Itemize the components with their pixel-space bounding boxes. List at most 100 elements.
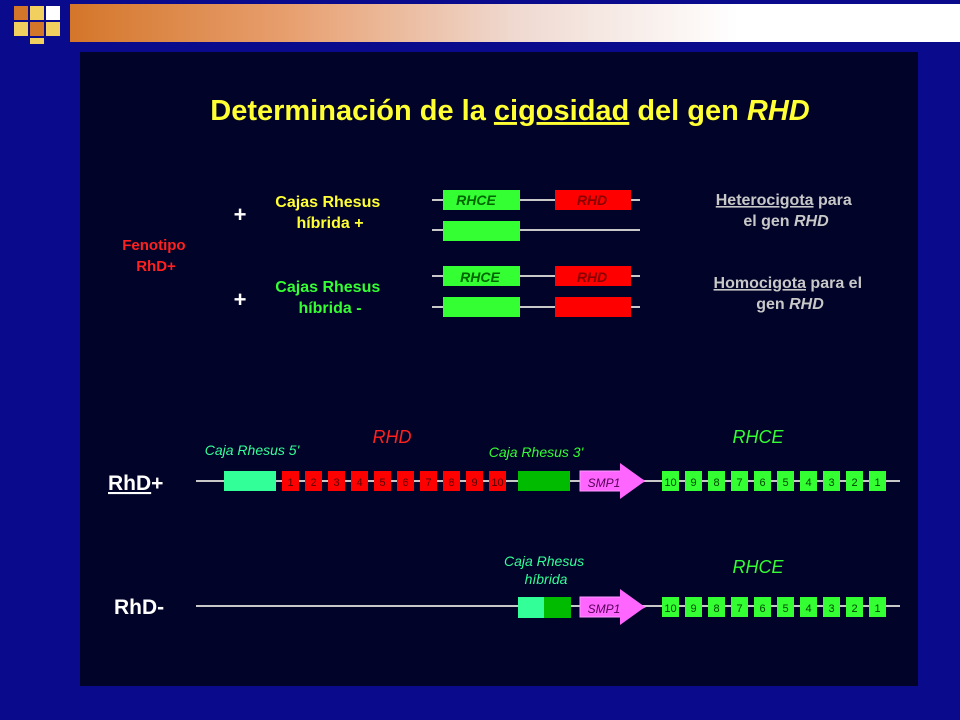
- rhce-exon-number: 3: [828, 603, 834, 615]
- top-decoration-bar: [0, 0, 960, 44]
- smp1-label: SMP1: [588, 476, 621, 490]
- rhce-exon-number: 5: [782, 603, 788, 615]
- rhce-exon-number: 5: [782, 477, 788, 489]
- rhd-exon-box: [397, 471, 414, 491]
- rhd-exon-number: 4: [356, 477, 362, 489]
- page-title: Determinación de la cigosidad del gen RH…: [210, 95, 810, 127]
- deco-square: [30, 22, 44, 36]
- rhce-exon-number: 2: [851, 603, 857, 615]
- rhce-exon-box: [708, 597, 725, 617]
- deco-square: [14, 6, 28, 20]
- rhce-gene-box: [443, 297, 520, 317]
- rhd-exon-box: [466, 471, 483, 491]
- rhce-exon-number: 1: [874, 603, 880, 615]
- rhce-exon-number: 9: [690, 477, 696, 489]
- rhd-exon-box: [489, 471, 506, 491]
- smp1-arrow: [579, 589, 647, 625]
- rhd-exon-box: [305, 471, 322, 491]
- diagram-panel: Determinación de la cigosidad del gen RH…: [80, 52, 918, 686]
- plus-sign: +: [234, 202, 247, 227]
- rhd-positive-label: RhD+: [108, 472, 163, 495]
- rhce-exon-box: [662, 471, 679, 491]
- rhce-exon-number: 7: [736, 477, 742, 489]
- rhce-exon-box: [685, 597, 702, 617]
- rhce-exon-number: 10: [664, 603, 676, 615]
- rhce-exon-box: [708, 471, 725, 491]
- rhce-exon-number: 6: [759, 603, 765, 615]
- deco-square: [30, 38, 44, 44]
- rhce-exon-box: [823, 597, 840, 617]
- rhd-exon-box: [351, 471, 368, 491]
- zygosity-result: Heterocigota para el gen RHD: [716, 192, 857, 230]
- rhce-exon-number: 8: [713, 603, 719, 615]
- rhce-gene-box: [443, 190, 520, 210]
- rhce-exon-number: 9: [690, 603, 696, 615]
- rhd-exon-box: [374, 471, 391, 491]
- rhd-gene-box: [555, 190, 631, 210]
- rhesus5-label: Caja Rhesus 5': [205, 442, 301, 458]
- rhd-exon-number: 1: [287, 477, 293, 489]
- rhce-exon-box: [731, 597, 748, 617]
- rhce-exon-box: [777, 597, 794, 617]
- deco-square: [14, 22, 28, 36]
- gradient-strip: [70, 4, 960, 42]
- rhce-exon-number: 4: [805, 477, 811, 489]
- rhd-exon-box: [420, 471, 437, 491]
- rhd-gene-label: RHD: [577, 192, 607, 208]
- rhd-gene-box: [555, 297, 631, 317]
- rhd-exon-number: 9: [471, 477, 477, 489]
- rhce-exon-box: [685, 471, 702, 491]
- rhd-exon-number: 3: [333, 477, 339, 489]
- rhce-exon-box: [754, 471, 771, 491]
- rhce-exon-number: 8: [713, 477, 719, 489]
- rhce-exon-box: [731, 471, 748, 491]
- plus-sign: +: [234, 287, 247, 312]
- rhce-exon-box: [662, 597, 679, 617]
- rhd-gene-box: [555, 266, 631, 286]
- deco-square: [46, 22, 60, 36]
- rhd-exon-box: [328, 471, 345, 491]
- rhd-exon-box: [282, 471, 299, 491]
- rhd-exon-number: 6: [402, 477, 408, 489]
- rhesus3-box: [518, 471, 570, 491]
- rhd-gene-label: RHD: [577, 269, 607, 285]
- rhce-exon-box: [869, 597, 886, 617]
- rhce-exon-box: [846, 471, 863, 491]
- diagram-svg: Determinación de la cigosidad del gen RH…: [108, 95, 900, 625]
- rhce-locus-label: RHCE: [732, 427, 784, 447]
- rhce-gene-box: [443, 266, 520, 286]
- rhesus5-box: [224, 471, 276, 491]
- rhce-exon-number: 1: [874, 477, 880, 489]
- rhce-exon-number: 10: [664, 477, 676, 489]
- rhesus3-label: Caja Rhesus 3': [489, 444, 585, 460]
- phenotype-label: Fenotipo RhD+: [122, 237, 190, 275]
- rhd-exon-number: 5: [379, 477, 385, 489]
- deco-square: [46, 6, 60, 20]
- rhd-exon-number: 2: [310, 477, 316, 489]
- smp1-arrow: [579, 463, 647, 499]
- rhce-gene-label: RHCE: [456, 192, 496, 208]
- rhd-negative-label: RhD-: [114, 596, 164, 619]
- rhd-exon-box: [443, 471, 460, 491]
- hybrid-box-left: [518, 597, 544, 618]
- deco-square: [30, 6, 44, 20]
- rhce-gene-label: RHCE: [460, 269, 500, 285]
- rhce-locus-label: RHCE: [732, 557, 784, 577]
- rhce-exon-number: 4: [805, 603, 811, 615]
- smp1-label: SMP1: [588, 602, 621, 616]
- rhd-exon-number: 7: [425, 477, 431, 489]
- rhd-locus-label: RHD: [373, 427, 412, 447]
- rhesus-box-label: Cajas Rhesus híbrida +: [275, 194, 384, 232]
- rhce-gene-box: [443, 221, 520, 241]
- rhce-exon-box: [869, 471, 886, 491]
- rhce-exon-number: 6: [759, 477, 765, 489]
- rhce-exon-box: [800, 471, 817, 491]
- rhce-exon-box: [800, 597, 817, 617]
- rhd-exon-number: 10: [491, 477, 503, 489]
- hybrid-box-label: Caja Rhesus híbrida: [504, 553, 588, 587]
- rhce-exon-number: 2: [851, 477, 857, 489]
- zygosity-result: Homocigota para el gen RHD: [714, 275, 867, 313]
- rhce-exon-box: [754, 597, 771, 617]
